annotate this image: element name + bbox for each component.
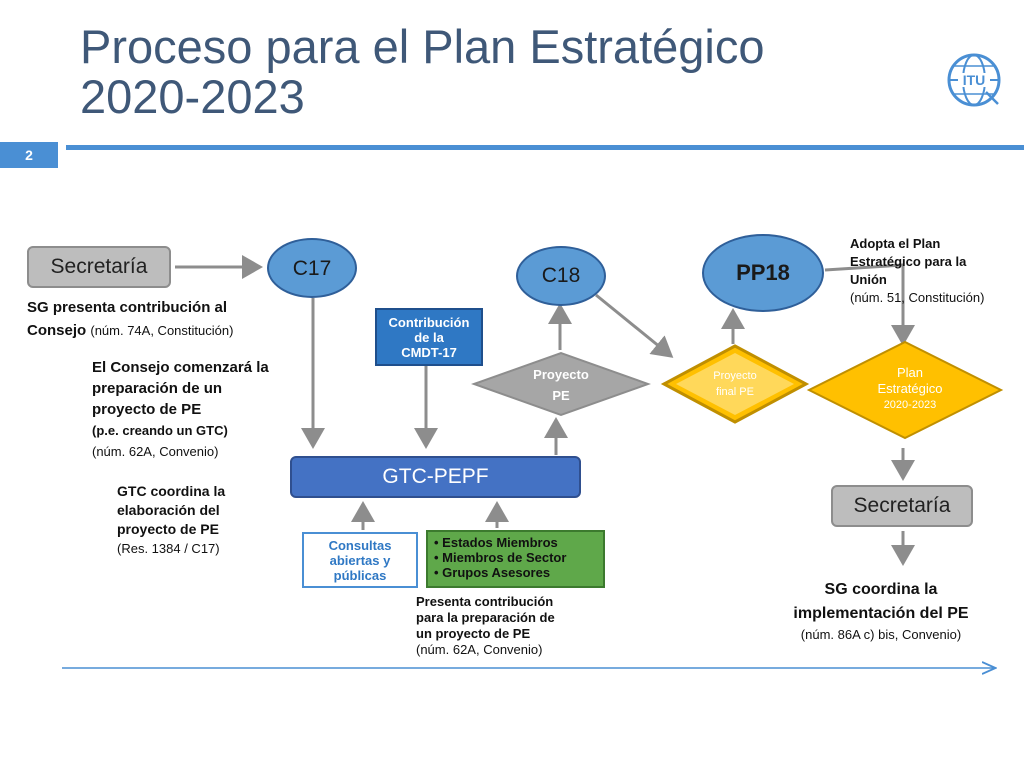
presenta-contrib-note: Presenta contribución para la preparació… — [416, 594, 555, 658]
title-line-2: 2020-2023 — [80, 70, 305, 123]
c17-node: C17 — [267, 238, 357, 298]
c18-node: C18 — [516, 246, 606, 306]
arrow-pp18-plan — [824, 263, 915, 346]
sg-presenta-line: SG presenta contribución al — [27, 299, 228, 316]
proyecto-final-line-1: Proyecto — [713, 370, 757, 382]
consejo-ref2: (núm. 62A, Convenio) — [92, 444, 219, 459]
consultas-line-2: abiertas y — [329, 552, 391, 568]
presenta-line-1: Presenta contribución — [416, 594, 554, 609]
plan-estrategico-diamond — [806, 340, 1004, 440]
consultas-line-1: Consultas — [328, 537, 392, 553]
consejo-word: Consejo — [27, 322, 87, 339]
list-item: • Miembros de Sector — [434, 550, 567, 565]
header-divider — [66, 145, 1024, 150]
page-title: Proceso para el Plan Estratégico 2020-20… — [80, 22, 880, 122]
adopta-line-3: Unión — [850, 272, 887, 287]
adopta-line-1: Adopta el Plan — [850, 236, 941, 251]
contribucion-cmdt-box: Contribución de la CMDT-17 — [375, 308, 483, 366]
secretaria-box-right: Secretaría — [831, 485, 973, 527]
consejo-line-2: preparación de un — [92, 380, 223, 397]
proyecto-final-label: Proyecto final PE — [695, 368, 775, 400]
presenta-ref: (núm. 62A, Convenio) — [416, 642, 543, 657]
presenta-line-3: un proyecto de PE — [416, 626, 531, 641]
gtc-coordina-line-2: elaboración del — [117, 502, 220, 518]
adopta-line-2: Estratégico para la — [850, 254, 967, 269]
slide-number: 2 — [0, 142, 58, 168]
proyecto-pe-line-1: Proyecto — [533, 367, 589, 382]
contribucion-line-3: CMDT-17 — [401, 344, 457, 360]
gtc-coordina-note: GTC coordina la elaboración del proyecto… — [117, 482, 225, 558]
contribucion-line-2: de la — [414, 329, 444, 345]
gtc-pepf-box: GTC-PEPF — [290, 456, 581, 498]
proyecto-pe-label: Proyecto PE — [506, 364, 616, 406]
consejo-ref: (núm. 74A, Constitución) — [90, 323, 234, 338]
consultas-line-3: públicas — [333, 567, 387, 583]
pp18-node: PP18 — [702, 234, 824, 312]
consejo-line-1: El Consejo comenzará la — [92, 359, 269, 376]
proyecto-pe-line-2: PE — [552, 388, 570, 403]
itu-logo-text: ITU — [963, 72, 986, 88]
plan-line-3: 2020-2023 — [883, 399, 937, 411]
proyecto-final-line-2: final PE — [716, 386, 754, 398]
list-item: • Estados Miembros — [434, 535, 558, 550]
presenta-line-2: para la preparación de — [416, 610, 555, 625]
secretaria-box-left: Secretaría — [27, 246, 171, 288]
plan-line-1: Plan — [896, 365, 924, 380]
gtc-ref: (Res. 1384 / C17) — [117, 541, 220, 556]
plan-line-2: Estratégico — [877, 381, 943, 396]
sg-coordina-line-1: SG coordina la — [824, 581, 938, 598]
consejo-line-3: proyecto de PE — [92, 401, 202, 418]
itu-logo-icon: ITU — [947, 53, 1001, 107]
sg-coordina-line-2: implementación del PE — [793, 605, 969, 622]
gtc-coordina-line-3: proyecto de PE — [117, 521, 219, 537]
consejo-comenzara-note: El Consejo comenzará la preparación de u… — [92, 357, 269, 462]
sg-coordina-ref: (núm. 86A c) bis, Convenio) — [800, 627, 962, 642]
consultas-box: Consultas abiertas y públicas — [302, 532, 418, 588]
title-line-1: Proceso para el Plan Estratégico — [80, 20, 765, 73]
list-item: • Grupos Asesores — [434, 565, 551, 580]
gtc-coordina-line-1: GTC coordina la — [117, 483, 226, 499]
sg-coordina-note: SG coordina la implementación del PE (nú… — [770, 578, 992, 644]
estados-miembros-box: • Estados Miembros • Miembros de Sector … — [426, 530, 605, 588]
contribucion-line-1: Contribución — [388, 314, 470, 330]
creando-gtc: (p.e. creando un GTC) — [92, 423, 228, 438]
sg-presenta-note: SG presenta contribución al Consejo (núm… — [27, 296, 233, 342]
adopta-note: Adopta el Plan Estratégico para la Unión… — [850, 235, 984, 307]
proyecto-pe-diamond — [471, 351, 651, 417]
arrow-c18-proyecto-final — [595, 293, 674, 358]
plan-estrategico-label: Plan Estratégico 2020-2023 — [855, 365, 965, 413]
adopta-ref: (núm. 51, Constitución) — [850, 290, 985, 305]
